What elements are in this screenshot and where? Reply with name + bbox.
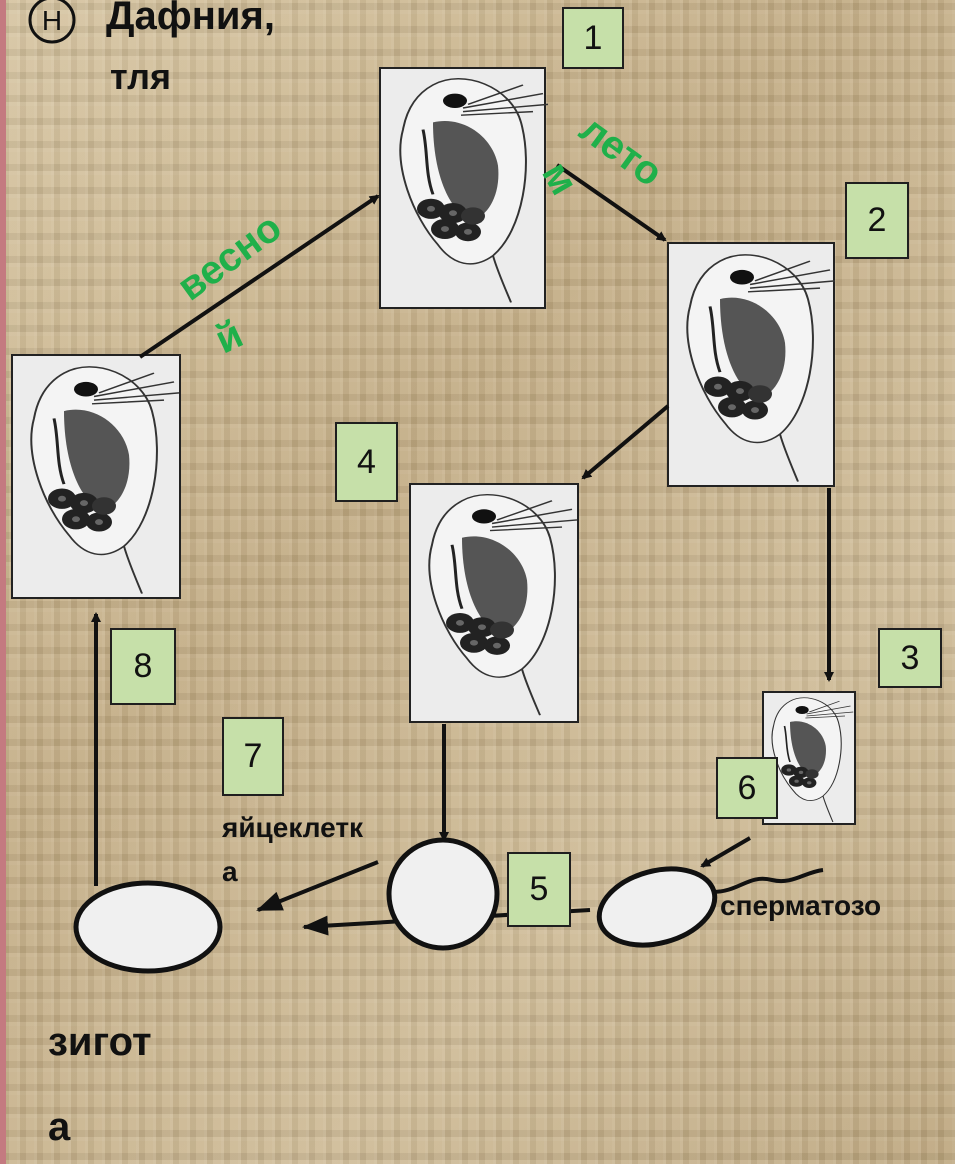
arrow-summer xyxy=(555,163,667,242)
daphnia-image-3 xyxy=(762,691,856,825)
title-h-icon: H xyxy=(28,0,76,44)
number-box-7: 7 xyxy=(222,717,284,796)
daphnia-image-8 xyxy=(11,354,181,599)
arrow-2-to-4 xyxy=(581,404,670,480)
number-box-8: 8 xyxy=(110,628,176,705)
sperm-cell xyxy=(596,866,824,948)
season-spring-label: весно xyxy=(169,205,289,309)
arrow-spring xyxy=(138,194,380,359)
season-spring-line1: весно xyxy=(169,205,289,309)
season-summer-label: лето xyxy=(572,107,671,196)
zygote-label-line2: а xyxy=(48,1105,71,1149)
zygote-cell xyxy=(73,880,223,974)
number-box-2: 2 xyxy=(845,182,909,259)
arrow-3-to-sperm xyxy=(700,836,752,868)
season-summer-line1: лето xyxy=(572,107,671,196)
egg-label-line2: а xyxy=(222,856,238,887)
number-box-1: 1 xyxy=(562,7,624,69)
number-box-6: 6 xyxy=(716,757,778,819)
daphnia-image-2 xyxy=(667,242,837,487)
number-box-5: 5 xyxy=(507,852,571,927)
svg-text:H: H xyxy=(42,5,62,36)
number-box-4: 4 xyxy=(335,422,398,502)
number-box-3: 3 xyxy=(878,628,942,688)
season-spring-line2: й xyxy=(209,312,250,362)
title-line1: Дафния, xyxy=(106,0,275,38)
zygote-label-line1: зигот xyxy=(48,1020,152,1064)
title-line2: тля xyxy=(110,56,172,97)
daphnia-image-4 xyxy=(409,483,579,723)
egg-cell xyxy=(386,837,500,951)
arrow-egg-to-zygote xyxy=(256,860,379,912)
daphnia-image-1 xyxy=(379,67,550,309)
left-edge-strip xyxy=(0,0,6,1164)
sperm-label: сперматозо xyxy=(720,890,882,921)
egg-label-line1: яйцеклетк xyxy=(222,812,364,843)
